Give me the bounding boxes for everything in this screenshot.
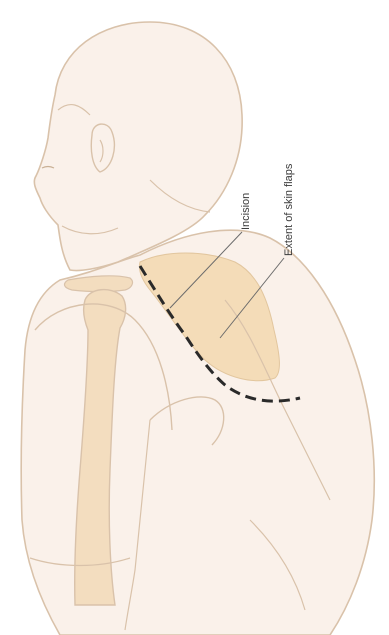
- incision-label: Incision: [240, 193, 252, 230]
- flaps-label: Extent of skin flaps: [283, 163, 295, 256]
